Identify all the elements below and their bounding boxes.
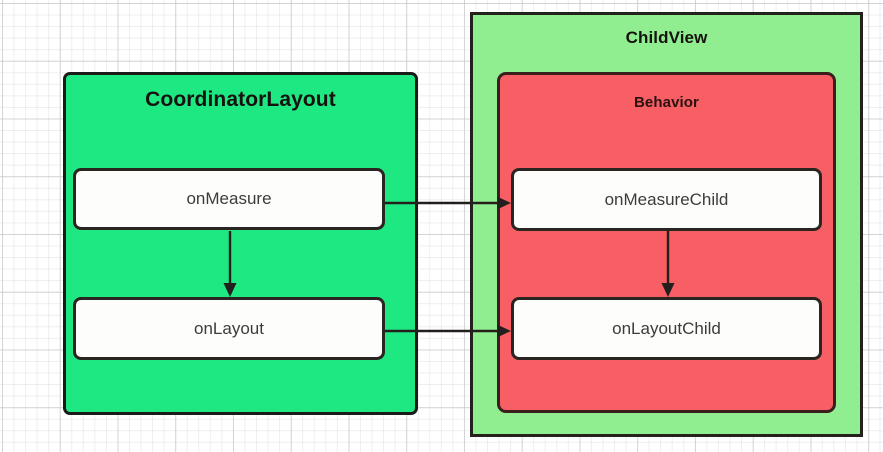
node-on-layout-label: onLayout (194, 318, 264, 338)
container-behavior[interactable]: Behavior (497, 72, 836, 413)
node-on-measure[interactable]: onMeasure (73, 168, 385, 230)
node-on-measure-child[interactable]: onMeasureChild (511, 168, 822, 231)
container-coordinator-layout-title: CoordinatorLayout (145, 88, 336, 111)
node-on-layout-child-label: onLayoutChild (612, 318, 721, 338)
node-on-layout[interactable]: onLayout (73, 297, 385, 360)
node-on-layout-child[interactable]: onLayoutChild (511, 297, 822, 360)
container-coordinator-layout[interactable]: CoordinatorLayout (63, 72, 418, 415)
node-on-measure-label: onMeasure (186, 189, 272, 208)
container-child-view-title: ChildView (625, 28, 708, 47)
node-on-measure-child-label: onMeasureChild (604, 189, 729, 209)
container-behavior-title: Behavior (634, 94, 699, 111)
